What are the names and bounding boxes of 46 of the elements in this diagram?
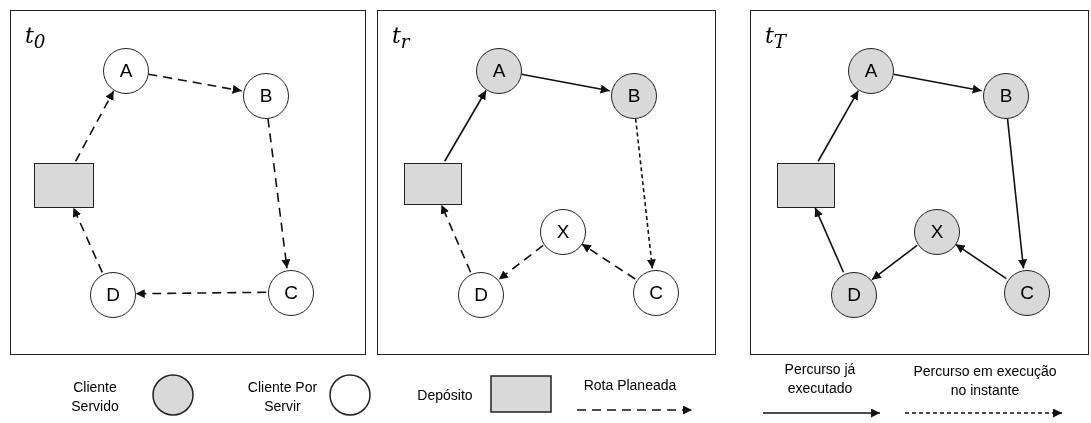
arrow	[817, 89, 860, 163]
arrow	[498, 244, 544, 281]
legend-label: Rota Planeada	[582, 376, 678, 395]
customer-circle: D	[458, 272, 504, 318]
arrow	[443, 89, 487, 163]
time-label: t$_{0}$	[25, 25, 46, 52]
customer-circle: B	[611, 73, 657, 119]
customer-circle: A	[848, 48, 894, 94]
panel	[750, 10, 1089, 355]
customer-circle: A	[103, 48, 149, 94]
arrow	[814, 206, 845, 274]
arrow	[134, 289, 268, 299]
arrow	[440, 203, 472, 273]
legend-label: Percurso em execução no instante	[912, 362, 1058, 400]
panel	[10, 10, 366, 355]
time-label: t$_{r}$	[392, 25, 410, 52]
depot-box	[404, 163, 462, 205]
customer-circle: C	[268, 270, 314, 316]
panel	[377, 10, 716, 355]
legend-label: Cliente Servido	[70, 378, 120, 416]
arrow	[871, 244, 918, 281]
arrow	[147, 73, 243, 94]
customer-circle: D	[90, 272, 136, 318]
arrow	[634, 117, 656, 270]
customer-circle: A	[476, 48, 522, 94]
customer-circle: D	[831, 272, 877, 318]
arrow	[520, 73, 611, 94]
customer-circle: B	[983, 73, 1029, 119]
arrow	[267, 117, 291, 270]
time-label: t$_{T}$	[765, 25, 787, 52]
customer-circle: X	[540, 209, 586, 255]
arrow	[954, 243, 1008, 280]
legend-label: Depósito	[416, 386, 474, 405]
arrow	[72, 206, 104, 274]
arrow	[581, 243, 636, 280]
depot-box	[34, 163, 94, 208]
customer-circle: X	[914, 209, 960, 255]
arrow	[1006, 117, 1027, 270]
customer-circle: C	[1004, 270, 1050, 316]
legend-label: Percurso já executado	[783, 360, 857, 398]
arrow	[892, 73, 983, 94]
arrow	[74, 90, 115, 163]
legend-label: Cliente Por Servir	[246, 378, 319, 416]
depot-box	[777, 163, 835, 208]
customer-circle: C	[633, 270, 679, 316]
customer-circle: B	[243, 73, 289, 119]
